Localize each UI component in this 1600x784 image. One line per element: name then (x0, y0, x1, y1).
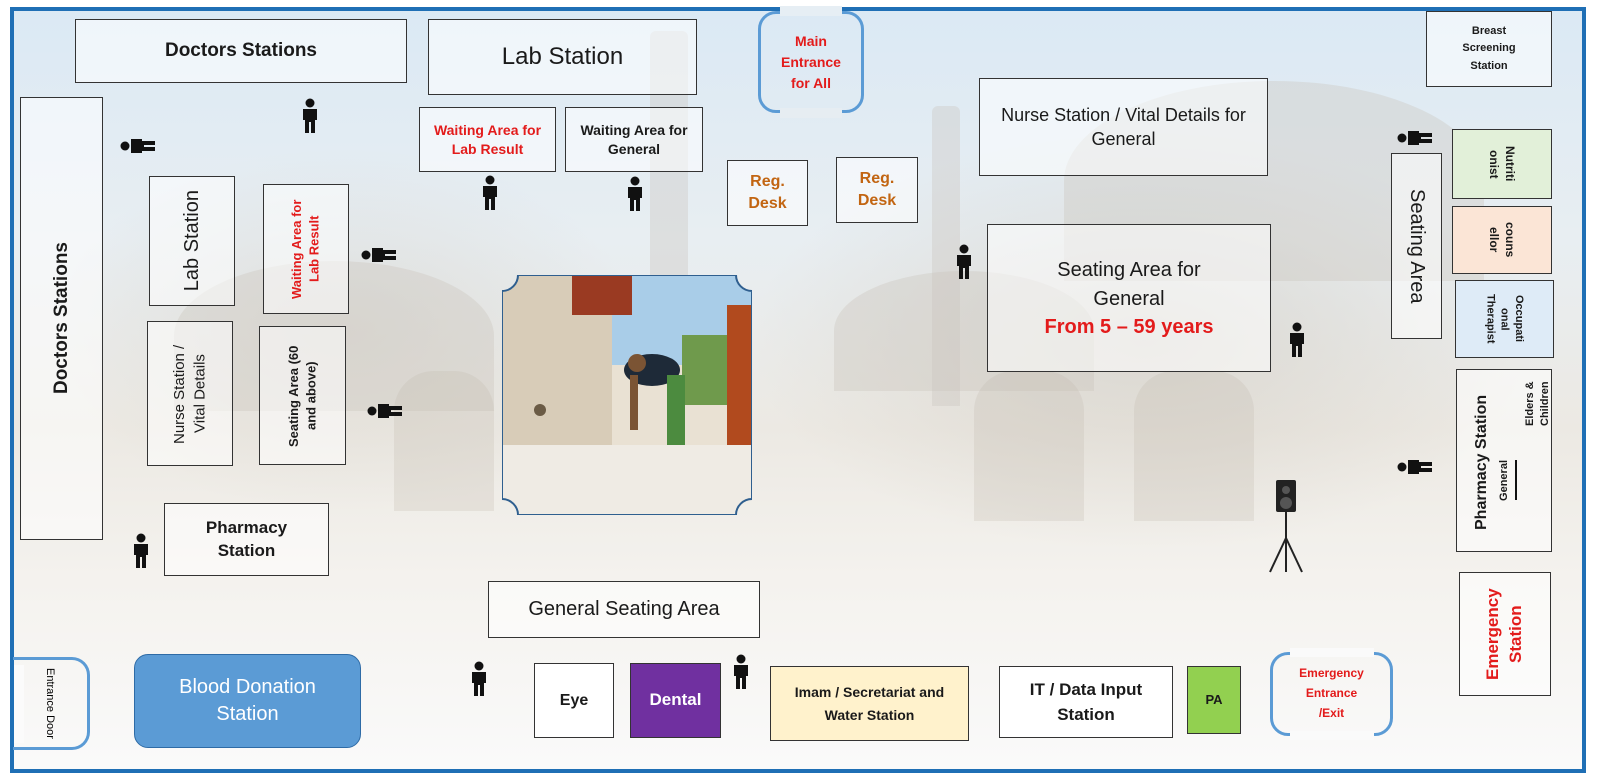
pharmacy-station-right: Pharmacy Station General Elders & Childr… (1456, 369, 1552, 552)
emergency-station-label: Emergency Station (1483, 588, 1525, 680)
dental-station: Dental (630, 663, 721, 738)
seating-area-general-ages: From 5 – 59 years (1044, 315, 1214, 338)
bg-arch (1134, 371, 1254, 521)
bracket-gap (780, 6, 842, 16)
seating-area-general: Seating Area for General From 5 – 59 yea… (987, 224, 1271, 372)
seating-area-60-label: Seating Area (60 and above) (285, 344, 319, 447)
reg-desk-2: Reg. Desk (836, 157, 918, 223)
lab-station-left: Lab Station (149, 176, 235, 306)
blood-donation-station: Blood Donation Station (134, 654, 361, 748)
it-data-label: IT / Data Input Station (1029, 679, 1143, 725)
counsellor-station: couns ellor (1452, 206, 1552, 274)
bracket-gap (1290, 731, 1374, 740)
reg-desk-2-label: Reg. Desk (857, 170, 897, 209)
doctors-stations-left-label: Doctors Stations (50, 242, 72, 395)
occupational-therapist-label: Occupati onal Therapist (1484, 294, 1525, 344)
seating-area-60: Seating Area (60 and above) (259, 326, 346, 465)
blood-donation-label: Blood Donation Station (179, 676, 316, 725)
breast-screening-label: Breast Screening Station (1462, 24, 1516, 72)
waiting-area-general-top: Waiting Area for General (565, 107, 703, 172)
imam-secretariat-water-station: Imam / Secretariat and Water Station (770, 666, 969, 741)
pharmacy-general-label: General (1498, 460, 1510, 501)
person-icon (483, 175, 497, 210)
seating-area-general-title: Seating Area for General (1057, 258, 1201, 310)
bracket-gap (14, 665, 24, 743)
nurse-station-general: Nurse Station / Vital Details for Genera… (979, 78, 1268, 176)
pharmacy-divider (1515, 460, 1517, 500)
waiting-area-lab-left-label: Waiting Area for Lab Result (289, 199, 322, 299)
reg-desk-1-label: Reg. Desk (748, 173, 787, 212)
emergency-entrance-exit: Emergency Entrance /Exit (1270, 652, 1393, 736)
ablution-photo (502, 275, 752, 515)
occupational-therapist-station: Occupati onal Therapist (1455, 280, 1554, 358)
emergency-station: Emergency Station (1459, 572, 1551, 696)
person-icon (957, 244, 971, 279)
eye-station: Eye (534, 663, 614, 738)
bracket-gap (1290, 648, 1374, 657)
entrance-door-label: Entrance Door (44, 668, 56, 739)
person-lying-icon (367, 404, 402, 418)
bg-arch (974, 371, 1084, 521)
lab-station-top: Lab Station (428, 19, 697, 95)
waiting-area-lab-left: Waiting Area for Lab Result (263, 184, 349, 314)
pharmacy-elders-label: Elders & Children (1524, 381, 1551, 427)
person-lying-icon (1397, 131, 1432, 145)
doctors-stations-top: Doctors Stations (75, 19, 407, 83)
general-seating-area: General Seating Area (488, 581, 760, 638)
imam-label: Imam / Secretariat and Water Station (794, 684, 945, 723)
pharmacy-station-right-label: Pharmacy Station (1473, 394, 1490, 531)
nurse-station-general-label: Nurse Station / Vital Details for Genera… (1001, 104, 1246, 149)
pharmacy-station-left-label: Pharmacy Station (205, 517, 288, 560)
person-lying-icon (361, 248, 396, 262)
waiting-area-lab-top-label: Waiting Area for Lab Result (433, 121, 542, 157)
it-data-input-station: IT / Data Input Station (999, 666, 1173, 738)
person-icon (303, 98, 317, 133)
person-icon (734, 654, 748, 689)
bg-arch (394, 371, 494, 511)
waiting-area-lab-top: Waiting Area for Lab Result (419, 107, 556, 172)
bg-minaret (932, 106, 960, 406)
nurse-station-left-label: Nurse Station / Vital Details (170, 343, 208, 444)
person-icon (134, 533, 148, 568)
pharmacy-station-left: Pharmacy Station (164, 503, 329, 576)
emergency-entrance-label: Emergency Entrance /Exit (1299, 666, 1364, 720)
breast-screening-station: Breast Screening Station (1426, 11, 1552, 87)
bracket-gap (780, 108, 842, 118)
nutritionist-label: Nutriti onist (1487, 146, 1518, 182)
waiting-area-general-top-label: Waiting Area for General (580, 121, 688, 157)
person-icon (1290, 322, 1304, 357)
pa-station: PA (1187, 666, 1241, 734)
person-lying-icon (120, 139, 155, 153)
speaker-icon (1269, 480, 1303, 573)
person-icon (472, 661, 486, 696)
lab-station-left-label: Lab Station (180, 190, 203, 292)
main-entrance-label: Main Entrance for All (781, 32, 841, 91)
person-icon (628, 176, 642, 211)
main-entrance: Main Entrance for All (758, 11, 864, 113)
counsellor-label: couns ellor (1487, 222, 1518, 258)
entrance-door: Entrance Door (13, 657, 90, 750)
person-lying-icon (1397, 460, 1432, 474)
seating-area-right-label: Seating Area (1406, 188, 1428, 304)
doctors-stations-left: Doctors Stations (20, 97, 103, 540)
seating-area-right: Seating Area (1391, 153, 1442, 339)
reg-desk-1: Reg. Desk (727, 160, 808, 226)
nutritionist-station: Nutriti onist (1452, 129, 1552, 199)
nurse-station-left: Nurse Station / Vital Details (147, 321, 233, 466)
